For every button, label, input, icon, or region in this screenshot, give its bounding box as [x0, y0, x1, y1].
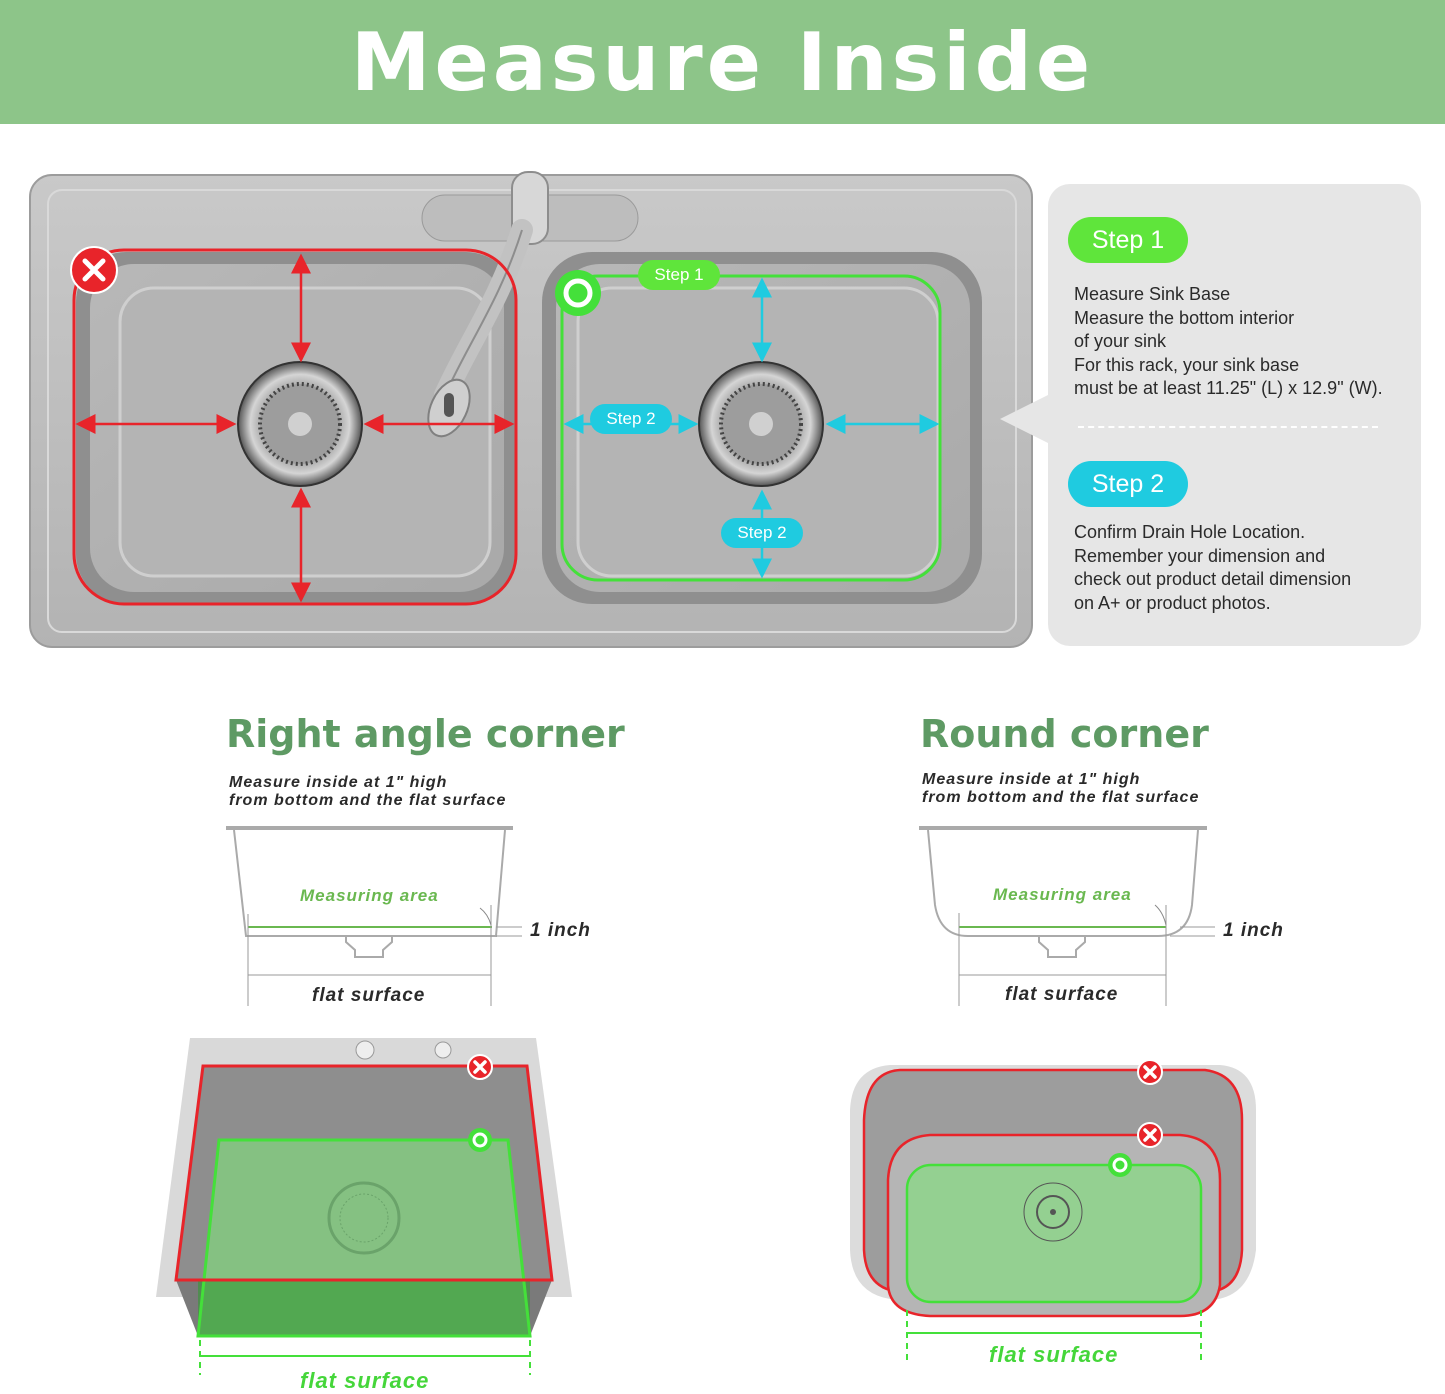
x-mark-icon: [467, 1054, 493, 1080]
step2-tag-vertical: Step 2: [721, 518, 803, 548]
right-angle-height-label: 1 inch: [530, 920, 591, 941]
right-angle-diagram: [226, 826, 522, 1006]
right-angle-photo-flat-label: flat surface: [300, 1368, 430, 1393]
header-banner: Measure Inside: [0, 0, 1445, 124]
right-angle-sink-photo: [156, 1038, 572, 1375]
right-angle-subtitle: Measure inside at 1" high from bottom an…: [229, 774, 507, 809]
x-mark-icon: [1137, 1059, 1163, 1085]
panel-pointer: [1000, 395, 1048, 443]
drain-right-icon: [698, 361, 824, 487]
dashed-divider: [1078, 426, 1378, 428]
check-circle-icon: [555, 270, 601, 316]
x-mark-icon: [1137, 1122, 1163, 1148]
right-angle-flat-label: flat surface: [312, 985, 426, 1006]
right-angle-title: Right angle corner: [226, 712, 625, 756]
round-corner-subtitle: Measure inside at 1" high from bottom an…: [922, 771, 1200, 806]
round-corner-title: Round corner: [920, 712, 1209, 756]
check-circle-icon: [1108, 1153, 1132, 1177]
step1-description: Measure Sink Base Measure the bottom int…: [1074, 284, 1383, 398]
step1-tag: Step 1: [638, 260, 720, 290]
x-mark-icon: [70, 246, 118, 294]
round-corner-flat-label: flat surface: [1005, 984, 1119, 1005]
step2-badge: Step 2: [1068, 461, 1188, 507]
round-corner-height-label: 1 inch: [1223, 920, 1284, 941]
round-corner-measuring-area-label: Measuring area: [993, 885, 1132, 904]
check-circle-icon: [468, 1128, 492, 1152]
step1-badge: Step 1: [1068, 217, 1188, 263]
round-corner-photo-flat-label: flat surface: [989, 1342, 1119, 1367]
drain-left-icon: [237, 361, 363, 487]
step2-tag-horizontal: Step 2: [590, 404, 672, 434]
step2-description: Confirm Drain Hole Location. Remember yo…: [1074, 522, 1352, 613]
round-corner-sink-photo: [850, 1059, 1256, 1362]
right-angle-measuring-area-label: Measuring area: [300, 886, 439, 905]
page-title: Measure Inside: [350, 15, 1095, 109]
faucet-icon: [427, 171, 549, 438]
round-corner-diagram: [919, 826, 1215, 1006]
